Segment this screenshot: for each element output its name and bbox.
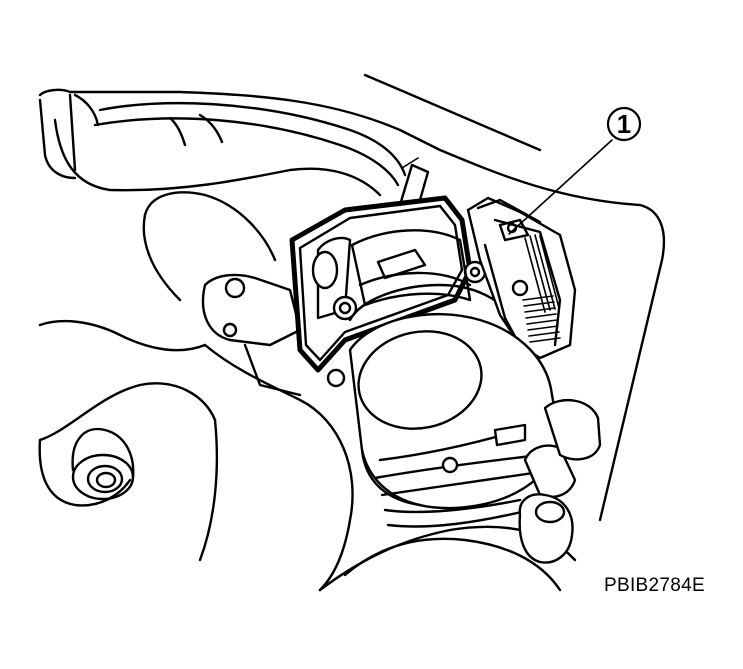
engine-cover-outline: [38, 73, 666, 522]
mounting-boss: [71, 427, 135, 501]
callout-1: 1: [508, 106, 642, 235]
actuator-ribs: [522, 234, 561, 343]
manifold-bodies: [38, 191, 577, 592]
callout-leader-line: [508, 139, 613, 235]
hose-clamp: [383, 399, 602, 564]
figure-reference-code: PBIB2784E: [604, 575, 705, 596]
air-intake-duct: [348, 313, 562, 510]
callout-number: 1: [617, 109, 631, 139]
callout-circle: [606, 106, 642, 142]
throttle-body-flange: [289, 157, 487, 388]
mounting-bracket: [201, 273, 302, 397]
